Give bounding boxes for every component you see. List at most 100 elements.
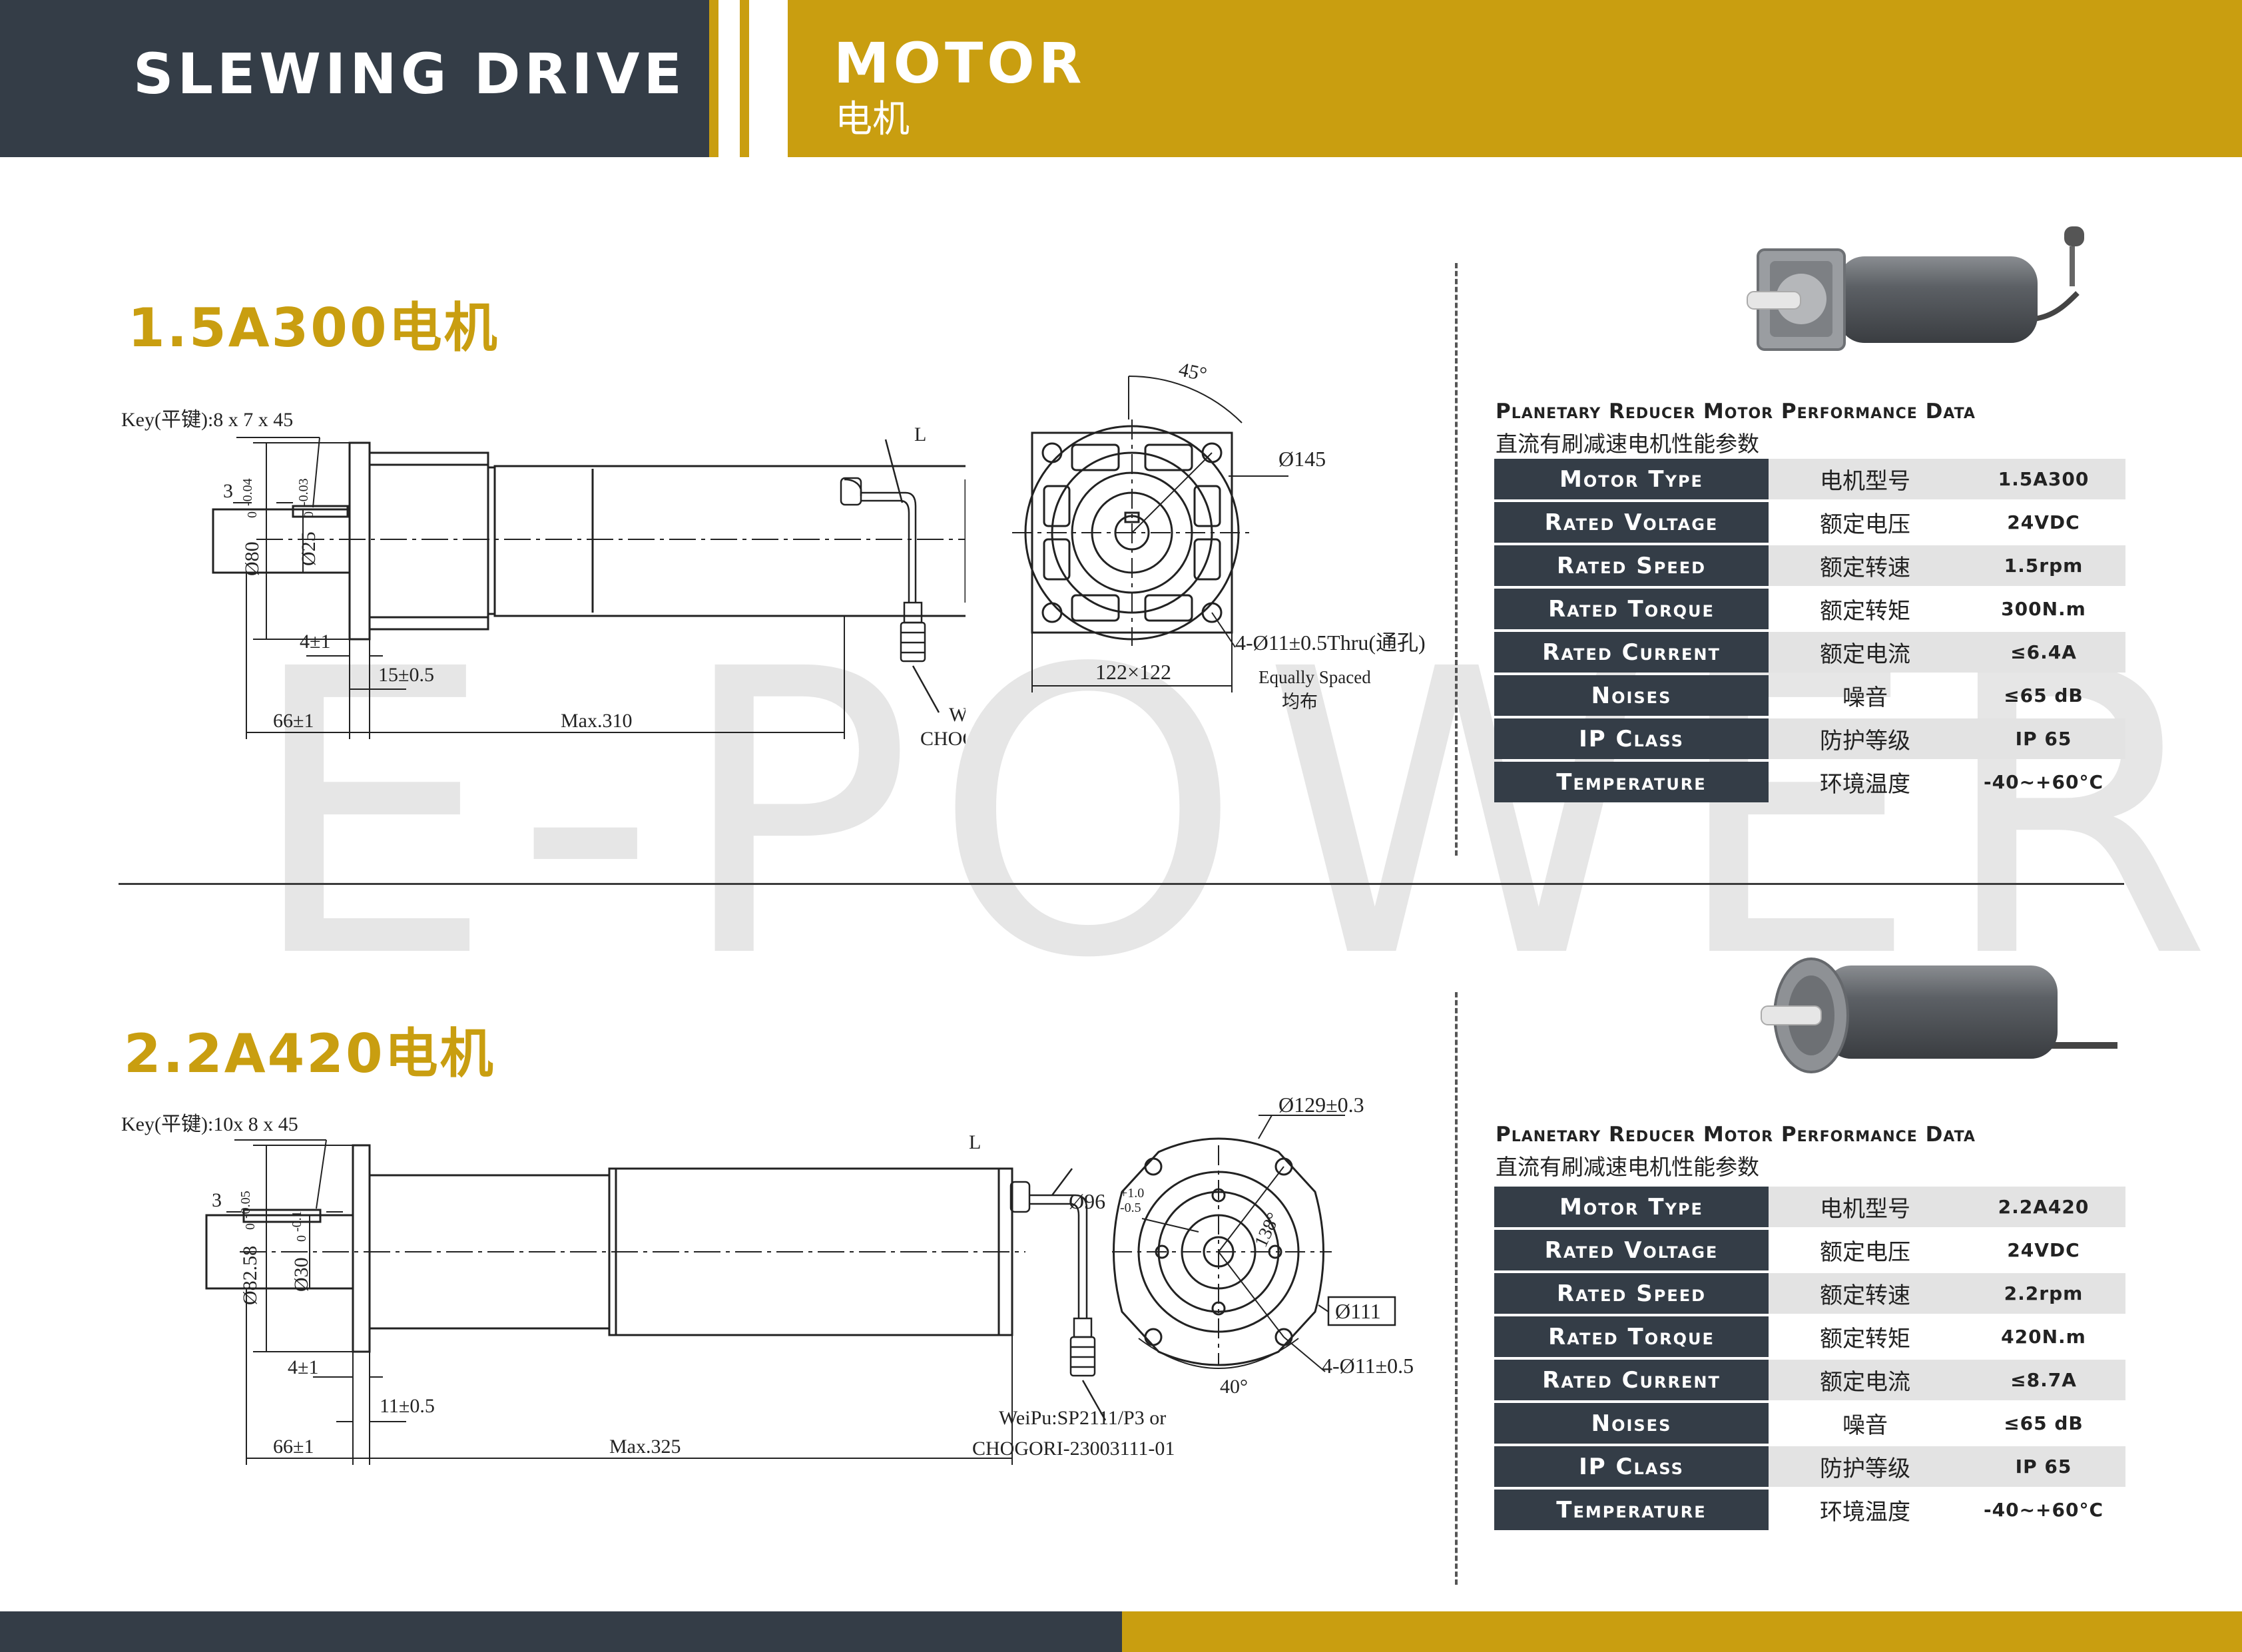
- spec-label: Noises: [1494, 675, 1769, 716]
- spec-value: 2.2rpm: [1962, 1273, 2125, 1314]
- shaft-diameter-tol: -0.1: [290, 1211, 304, 1232]
- spec-value: 1.5A300: [1962, 459, 2125, 499]
- spec-value: 420N.m: [2001, 1326, 2086, 1348]
- spec-label: Rated Torque: [1494, 1316, 1769, 1357]
- table-subtitle: 直流有刷减速电机性能参数: [1496, 1154, 1759, 1180]
- spec-label-cn: 防护等级: [1769, 1446, 1962, 1487]
- outer-diameter-label: Ø82.58: [239, 1246, 261, 1305]
- connector-label: WeiPu:SP2111/P3 or: [999, 1407, 1166, 1429]
- spec-value: -40~+60°C: [1983, 1499, 2104, 1521]
- pcd-label: Ø129±0.3: [1278, 1093, 1364, 1117]
- spec-label: Rated Current: [1494, 1360, 1769, 1400]
- motor-title: 1.5A300电机: [128, 297, 499, 359]
- key-width-label: 3: [223, 480, 233, 502]
- spec-label-cn: 额定电流: [1769, 1360, 1962, 1400]
- spec-label: Rated Voltage: [1494, 1230, 1769, 1270]
- watermark: E-POWER: [246, 587, 2232, 1044]
- spec-value: 1.5rpm: [1962, 545, 2125, 586]
- spec-label: IP Class: [1494, 718, 1769, 759]
- small-diameter-label: Ø111: [1335, 1299, 1381, 1323]
- spec-value: IP 65: [1962, 718, 2125, 759]
- bore-tol: -0.5: [1120, 1201, 1141, 1215]
- angle-label: 40°: [1220, 1376, 1248, 1398]
- spec-value: IP 65: [1962, 1446, 2125, 1487]
- spec-label: Temperature: [1494, 1490, 1769, 1530]
- angle-label: 138°: [1251, 1210, 1284, 1250]
- spec-label-cn: 电机型号: [1769, 459, 1962, 499]
- motor-side-drawing: Key(平键):10x 8 x 45 3 Ø82.58 0 -0.05 Ø30 …: [121, 1113, 1175, 1465]
- bore-tol: +1.0: [1120, 1186, 1144, 1201]
- spec-label-cn: 额定转速: [1769, 1273, 1962, 1314]
- brand-title: SLEWING DRIVE: [133, 41, 686, 107]
- spec-value: ≤65 dB: [2004, 1412, 2084, 1434]
- spec-value: 2.2A420: [1962, 1187, 2125, 1227]
- spec-value: ≤6.4A: [1962, 632, 2125, 673]
- column-divider: [1455, 263, 1458, 856]
- table-title: Planetary Reducer Motor Performance Data: [1496, 400, 1976, 423]
- connector-label: WeiPu:SP2111/P3 or: [949, 704, 966, 726]
- key-label: Key(平键):10x 8 x 45: [121, 1113, 298, 1135]
- spacing-label-cn: 均布: [1282, 692, 1318, 712]
- shaft-diameter-tol: 0: [294, 1235, 309, 1242]
- column-divider: [1455, 992, 1458, 1585]
- motor-photo-icon: [1761, 958, 2117, 1073]
- spec-value: 300N.m: [2001, 598, 2086, 620]
- spec-label-cn: 额定电流: [1769, 632, 1962, 673]
- motor-side-drawing: Key(平键):8 x 7 x 45 3 Ø80 0 -0.04 Ø25 0 -…: [121, 409, 966, 750]
- body-length-label: Max.325: [609, 1436, 681, 1458]
- outer-diameter-tol: 0: [245, 511, 260, 518]
- spec-value: ≤8.7A: [1962, 1360, 2125, 1400]
- spec-label: Rated Speed: [1494, 545, 1769, 586]
- spec-label-cn: 额定电压: [1820, 511, 1910, 538]
- motor-photo-icon: [1747, 226, 2084, 351]
- spec-label: Noises: [1494, 1403, 1769, 1444]
- cable-label: L: [914, 423, 926, 445]
- connector-cable: [840, 439, 940, 713]
- flange-label: 4±1: [288, 1356, 318, 1378]
- spec-label-cn: 噪音: [1842, 685, 1888, 711]
- angle-label: 45°: [1177, 358, 1209, 386]
- spec-label: Motor Type: [1494, 459, 1769, 499]
- connector-label: CHOGORI-23003111-01: [972, 1438, 1175, 1460]
- outer-diameter-tol: -0.04: [240, 478, 255, 506]
- spec-label: Motor Type: [1494, 1187, 1769, 1227]
- shaft-diameter-tol: 0: [302, 511, 316, 518]
- spec-label-cn: 电机型号: [1769, 1187, 1962, 1227]
- spigot-label: 11±0.5: [380, 1395, 435, 1417]
- table-row: Noises 噪音 ≤65 dB: [1494, 675, 2125, 716]
- shaft-diameter-label: Ø30: [290, 1257, 312, 1292]
- outer-diameter-label: Ø80: [241, 541, 263, 576]
- outer-diameter-tol: 0: [243, 1223, 258, 1230]
- connector-label: CHOGORI-23003111-01: [920, 728, 966, 750]
- key-width-label: 3: [212, 1189, 222, 1211]
- spec-label: IP Class: [1494, 1446, 1769, 1487]
- shaft-diameter-label: Ø25: [298, 531, 320, 566]
- header-brand-bar: [0, 0, 709, 157]
- connector-cable: [1009, 1168, 1107, 1421]
- body-length-label: Max.310: [561, 710, 633, 732]
- spec-label: Temperature: [1494, 762, 1769, 802]
- spec-label-cn: 额定转矩: [1820, 598, 1910, 625]
- bore-label: Ø96: [1069, 1189, 1105, 1213]
- header-stripe: [740, 0, 749, 157]
- spec-label-cn: 额定转速: [1769, 545, 1962, 586]
- spec-value: -40~+60°C: [1983, 771, 2104, 793]
- spec-value: 24VDC: [2007, 1239, 2080, 1261]
- flange-label: 4±1: [300, 631, 330, 653]
- spec-label: Rated Speed: [1494, 1273, 1769, 1314]
- spec-label-cn: 额定转矩: [1820, 1326, 1910, 1352]
- table-row: Rated Torque 额定转矩 420N.m: [1494, 1316, 2125, 1357]
- spec-value: ≤65 dB: [2004, 685, 2084, 706]
- cable-label: L: [969, 1131, 981, 1153]
- spec-label: Rated Current: [1494, 632, 1769, 673]
